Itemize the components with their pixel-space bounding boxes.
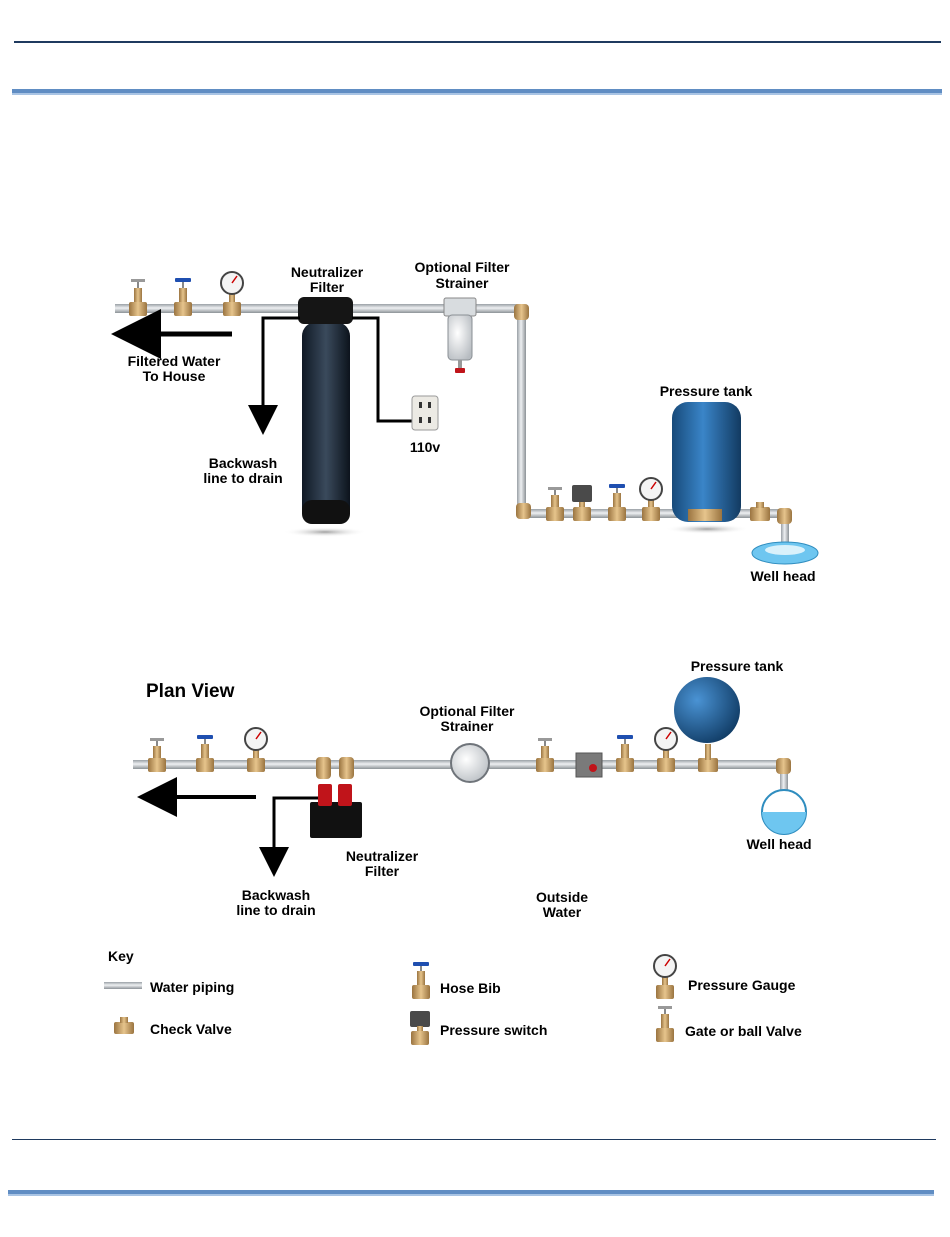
elbow-fitting [514, 304, 529, 320]
water-piping-icon [104, 982, 142, 989]
pressure-switch-icon [575, 752, 603, 778]
filter-strainer-icon [443, 297, 477, 373]
outside-water-label-line2: Water [543, 904, 582, 920]
elbow-fitting [339, 757, 354, 779]
pressure-gauge-icon [654, 727, 678, 772]
strainer-label: Optional Filter [420, 703, 515, 719]
neutralizer-label-line2: Filter [365, 863, 400, 879]
neutralizer-label: Neutralizer [346, 848, 419, 864]
neutralizer-filter-top [310, 802, 362, 838]
footer-rules [8, 1139, 936, 1196]
well-head-label: Well head [746, 836, 811, 852]
strainer-label: Optional Filter [415, 259, 510, 275]
gate-valve-icon [656, 1006, 674, 1042]
neutralizer-control-head [298, 297, 353, 324]
well-head-label: Well head [750, 568, 815, 584]
backwash-line [259, 796, 318, 877]
key-pressure-gauge: Pressure Gauge [688, 977, 796, 993]
header-rules [12, 41, 942, 95]
hose-bib-icon [196, 735, 214, 772]
hose-bib-icon [174, 278, 192, 316]
power-cord [352, 316, 412, 423]
elevation-view: Neutralizer Filter Optional Filter Strai… [111, 259, 819, 584]
key-check-valve: Check Valve [150, 1021, 232, 1037]
elevation-riser-pipe [517, 312, 526, 512]
key-hose-bib: Hose Bib [440, 980, 501, 996]
plan-view: Plan View [133, 658, 812, 920]
key-water-piping: Water piping [150, 979, 234, 995]
gate-valve-icon [148, 738, 166, 772]
neutralizer-filter-tank [302, 322, 350, 524]
pressure-tank [672, 402, 741, 522]
check-valve-icon [750, 502, 770, 521]
pressure-tank-top [674, 677, 740, 743]
strainer-label-line2: Strainer [441, 718, 494, 734]
hose-bib-icon [412, 962, 430, 999]
backwash-label: Backwash [209, 455, 277, 471]
strainer-label-line2: Strainer [436, 275, 489, 291]
backwash-label: Backwash [242, 887, 310, 903]
neutralizer-label-line2: Filter [310, 279, 345, 295]
check-valve-icon [114, 1017, 134, 1034]
backwash-line [248, 316, 300, 435]
hose-bib-icon [616, 735, 634, 772]
pressure-gauge-icon [653, 954, 677, 999]
filtered-water-label: Filtered Water [128, 353, 221, 369]
gate-valve-icon [129, 279, 147, 316]
neutralizer-label: Neutralizer [291, 264, 364, 280]
pressure-switch-icon [572, 485, 592, 521]
legend-key: Key Water piping Check Valve Hose Bib Pr… [104, 948, 802, 1045]
outlet-voltage-label: 110v [410, 439, 441, 455]
pressure-tank-label: Pressure tank [691, 658, 784, 674]
pressure-tank-label: Pressure tank [660, 383, 753, 399]
outside-water-label: Outside [536, 889, 588, 905]
filtered-water-label-line2: To House [143, 368, 206, 384]
check-valve-icon [698, 744, 718, 772]
electrical-outlet-icon [411, 395, 439, 431]
key-gate-valve: Gate or ball Valve [685, 1023, 802, 1039]
elbow-fitting [316, 757, 331, 779]
key-pressure-switch: Pressure switch [440, 1022, 547, 1038]
pressure-switch-icon [410, 1011, 430, 1045]
backwash-label-line2: line to drain [236, 902, 315, 918]
backwash-label-line2: line to drain [203, 470, 282, 486]
elbow-fitting [777, 508, 792, 524]
plan-view-title: Plan View [146, 681, 235, 702]
gate-valve-icon [546, 487, 564, 521]
gate-valve-icon [536, 738, 554, 772]
pressure-gauge-icon [220, 271, 244, 316]
elbow-fitting [516, 503, 531, 519]
pressure-gauge-icon [639, 477, 663, 521]
filter-strainer-top [450, 743, 490, 783]
key-title: Key [108, 948, 134, 964]
pressure-gauge-icon [244, 727, 268, 772]
elbow-fitting [776, 758, 791, 774]
hose-bib-icon [608, 484, 626, 521]
